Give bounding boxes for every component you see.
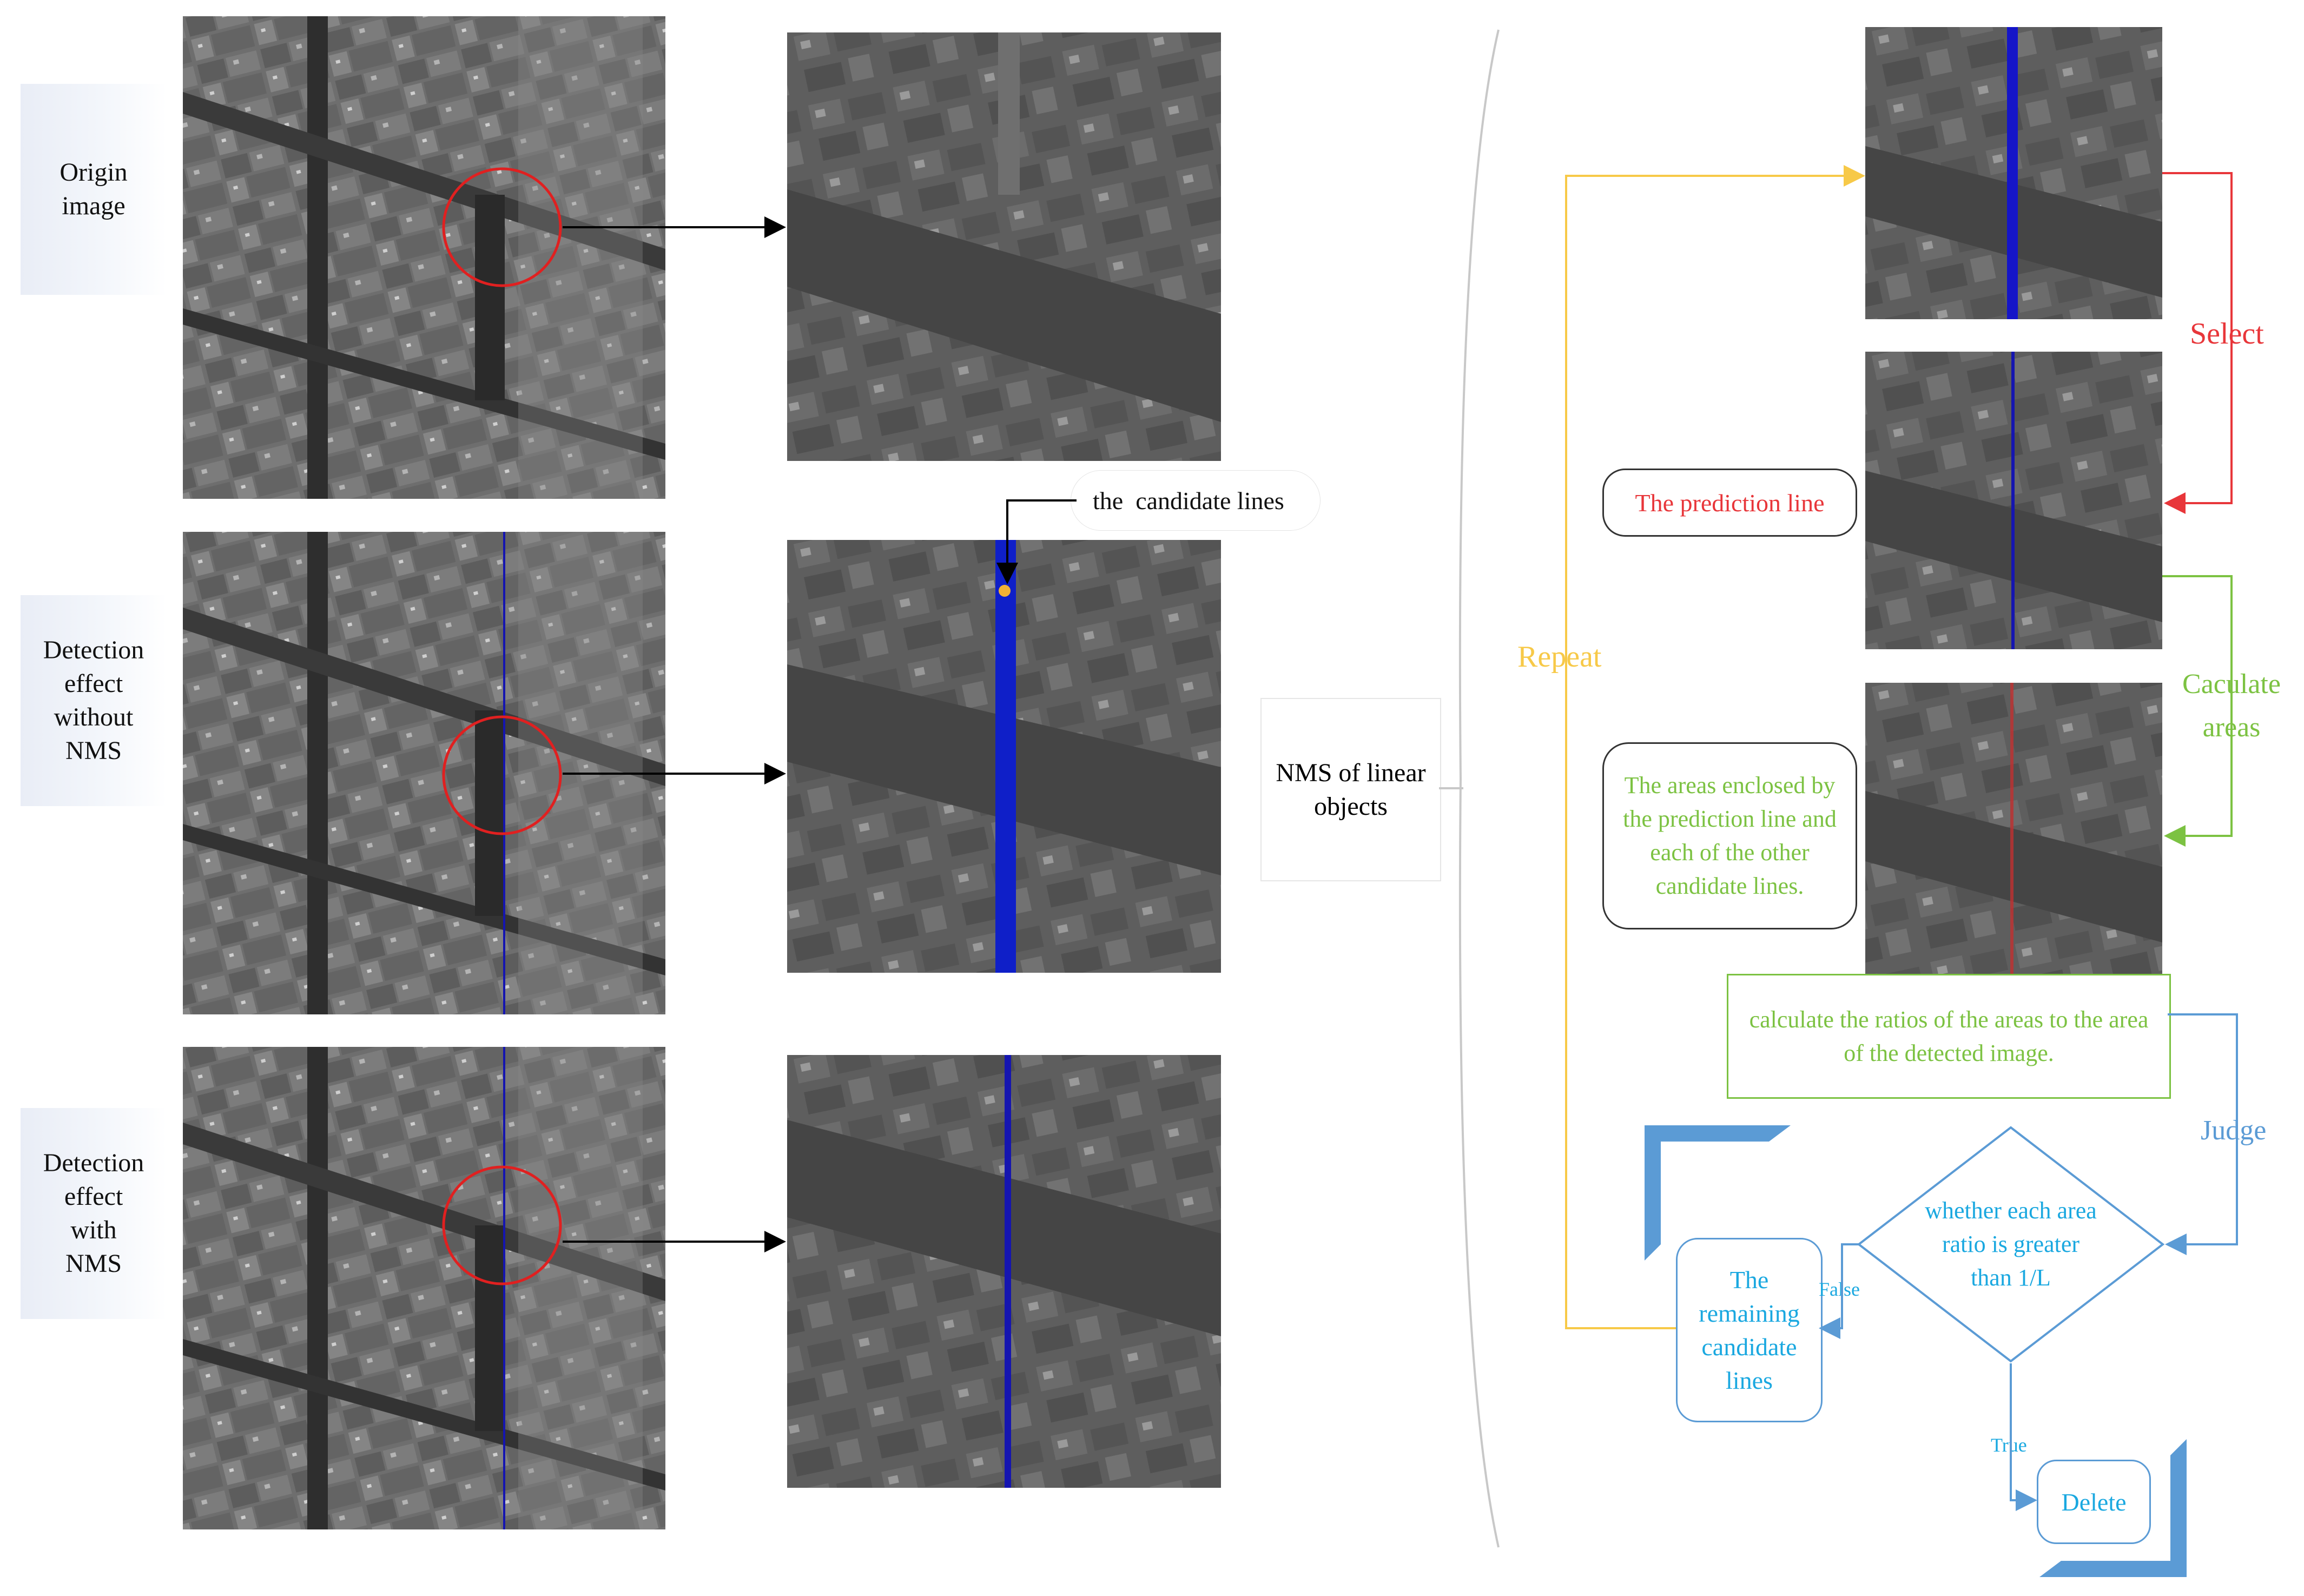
zoom-image-with-nms	[787, 1055, 1221, 1488]
areas-enclosed-box-text: The areas enclosed by the prediction lin…	[1623, 772, 1837, 899]
judge-label: Judge	[2201, 1114, 2267, 1146]
caculate-areas-label: Caculate areas	[2182, 669, 2281, 743]
row-label-with-nms: Detection effect with NMS	[21, 1108, 167, 1319]
true-connector	[2010, 1363, 2037, 1511]
flow-image-select	[1865, 27, 2162, 319]
repeat-label: Repeat	[1517, 639, 1602, 674]
nms-center-node-text: NMS of linear objects	[1276, 758, 1426, 821]
grouping-brace	[1458, 29, 1500, 1548]
row-label-origin: Origin image	[21, 84, 167, 295]
row-label-origin-text: Origin image	[60, 158, 128, 220]
ratio-box-text: calculate the ratios of the areas to the…	[1749, 1006, 2149, 1066]
row-label-with-nms-text: Detection effect with NMS	[43, 1149, 144, 1278]
candidate-lines-callout: the candidate lines	[1071, 471, 1320, 530]
satellite-image-with-nms	[183, 1047, 665, 1529]
decision-text-wrap: whether each area ratio is greater than …	[1873, 1197, 2149, 1291]
row-label-without-nms-text: Detection effect without NMS	[43, 636, 144, 765]
remaining-lines-box: The remaining candidate lines	[1676, 1238, 1823, 1422]
decision-diamond	[1857, 1126, 2165, 1363]
prediction-line-box-text: The prediction line	[1635, 489, 1825, 517]
remaining-lines-box-text: The remaining candidate lines	[1699, 1265, 1800, 1394]
nms-center-node: NMS of linear objects	[1260, 698, 1441, 881]
delete-box: Delete	[2037, 1460, 2151, 1544]
row-label-without-nms: Detection effect without NMS	[21, 595, 167, 806]
zoom-image-origin	[787, 32, 1221, 461]
areas-enclosed-box: The areas enclosed by the prediction lin…	[1602, 742, 1857, 929]
ratio-box: calculate the ratios of the areas to the…	[1727, 974, 2171, 1099]
false-label: False	[1819, 1278, 1860, 1300]
zoom-image-without-nms	[787, 540, 1221, 973]
satellite-image-without-nms	[183, 532, 665, 1014]
select-label: Select	[2190, 317, 2264, 351]
satellite-image-origin	[183, 16, 665, 499]
prediction-line-box: The prediction line	[1602, 469, 1857, 537]
true-label: True	[1991, 1434, 2027, 1456]
delete-box-text: Delete	[2061, 1488, 2127, 1516]
flow-image-prediction	[1865, 352, 2162, 649]
decision-text: whether each area ratio is greater than …	[1925, 1197, 2097, 1291]
flow-image-areas	[1865, 683, 2162, 974]
candidate-lines-callout-text: the candidate lines	[1093, 486, 1284, 515]
